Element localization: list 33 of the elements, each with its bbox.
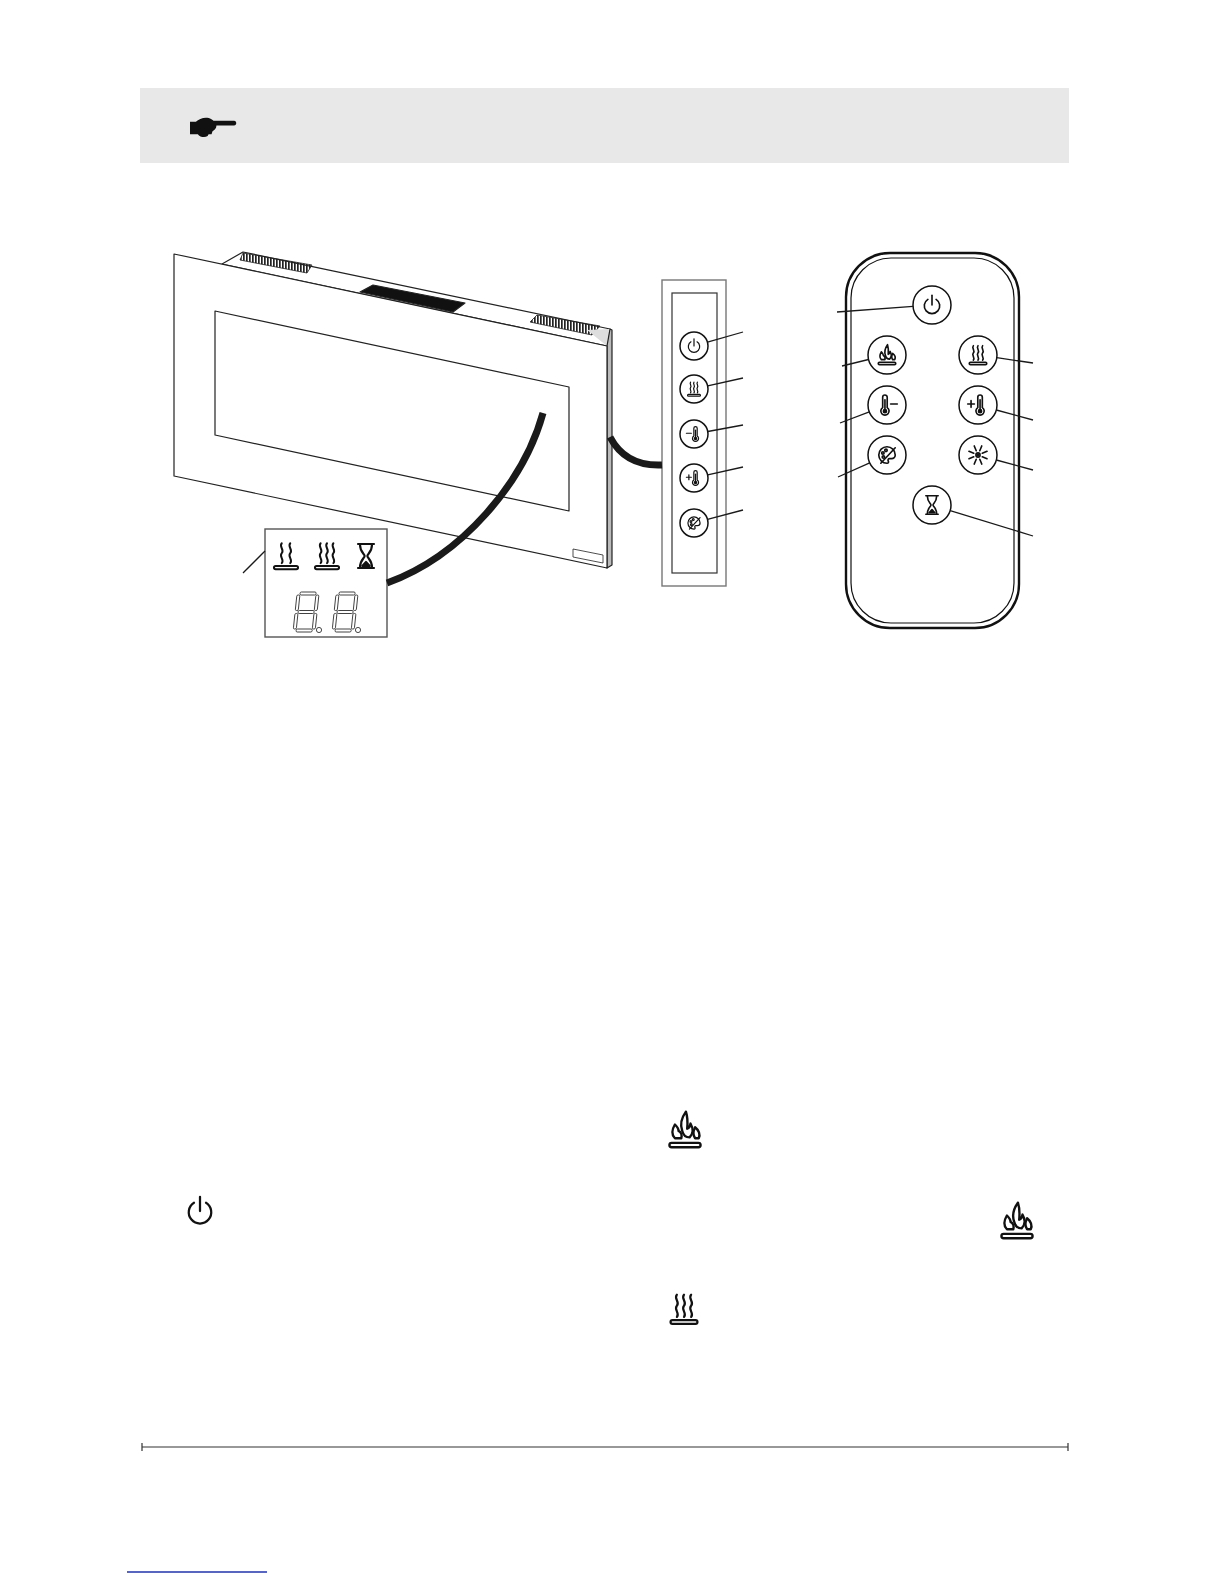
leader-line xyxy=(836,305,914,313)
leader-line xyxy=(996,357,1034,364)
power-button xyxy=(679,331,709,361)
leader-line xyxy=(949,509,1034,537)
leader-line xyxy=(995,409,1034,421)
leader-line xyxy=(995,459,1034,471)
leader-line xyxy=(706,509,744,521)
temperature-down-button xyxy=(867,385,907,425)
leader-line xyxy=(707,377,744,387)
callout-curve xyxy=(385,411,547,587)
power-button xyxy=(912,285,952,325)
leader-line xyxy=(707,424,744,433)
leader-line xyxy=(707,466,744,476)
temperature-up-button xyxy=(958,385,998,425)
temperature-down-button xyxy=(679,419,709,449)
display-panel xyxy=(264,528,388,638)
control-panel xyxy=(661,279,727,587)
leader-line xyxy=(706,331,744,343)
remote-control xyxy=(844,251,1021,630)
leader-line xyxy=(837,462,871,478)
temperature-up-button xyxy=(679,463,709,493)
palette-button xyxy=(679,508,709,538)
palette-button xyxy=(867,435,907,475)
heat-button xyxy=(958,335,998,375)
timer-button xyxy=(912,485,952,525)
leader-line xyxy=(841,358,870,367)
brightness-button xyxy=(958,435,998,475)
flame-button xyxy=(867,335,907,375)
heat-button xyxy=(679,374,709,404)
callout-curve xyxy=(606,435,663,469)
leader-line xyxy=(242,550,266,574)
leader-line xyxy=(839,411,870,424)
fireplace-drawing xyxy=(173,251,613,569)
